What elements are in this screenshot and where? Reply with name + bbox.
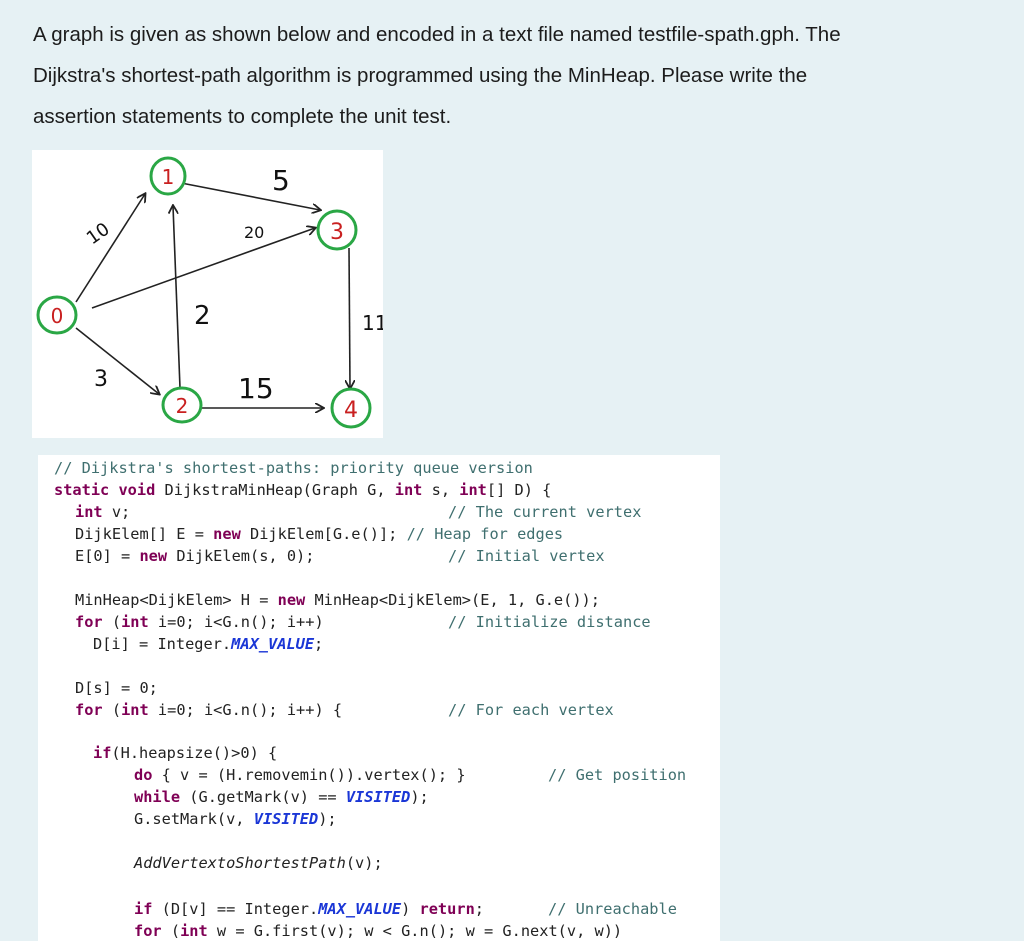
graph-figure: 1 3 0 2 4 10 3 20 5 2 15 11 — [32, 150, 383, 438]
edge-0-3 — [91, 228, 315, 309]
code-block: // Dijkstra's shortest-paths: priority q… — [38, 455, 720, 941]
weight-0-1: 10 — [83, 219, 114, 249]
code-line-14: G.setMark(v, VISITED); — [134, 810, 337, 828]
code-line-8: D[i] = Integer.MAX_VALUE; — [93, 635, 324, 653]
edge-0-2 — [75, 327, 159, 394]
code-line-12: do { v = (H.removemin()).vertex(); } — [134, 766, 466, 784]
svg-text:2: 2 — [176, 394, 189, 418]
code-line-10: for (int i=0; i<G.n(); i++) { — [75, 701, 343, 719]
edge-2-1 — [173, 206, 181, 389]
code-line-9: D[s] = 0; — [75, 679, 158, 697]
weight-3-4: 11 — [362, 311, 383, 335]
code-line-7: for (int i=0; i<G.n(); i++) — [75, 613, 324, 631]
code-line-2: static void DijkstraMinHeap(Graph G, int… — [54, 481, 552, 499]
svg-text:3: 3 — [330, 220, 344, 245]
question-line-1: A graph is given as shown below and enco… — [33, 23, 841, 46]
code-line-6: MinHeap<DijkElem> H = new MinHeap<DijkEl… — [75, 591, 600, 609]
code-comment-5: // Initial vertex — [448, 547, 605, 565]
weight-2-1: 2 — [194, 301, 211, 331]
graph-svg: 1 3 0 2 4 10 3 20 5 2 15 11 — [36, 156, 383, 429]
code-line-17: for (int w = G.first(v); w < G.n(); w = … — [134, 922, 623, 940]
question-text: A graph is given as shown below and enco… — [33, 14, 993, 137]
code-line-1: // Dijkstra's shortest-paths: priority q… — [54, 459, 533, 477]
code-line-15: AddVertextoShortestPath(v); — [134, 854, 383, 872]
code-line-13: while (G.getMark(v) == VISITED); — [134, 788, 429, 806]
weight-2-4: 15 — [238, 372, 274, 405]
edge-0-1 — [75, 194, 145, 303]
code-comment-7: // Initialize distance — [448, 613, 651, 631]
code-comment-12: // Get position — [548, 766, 687, 784]
weight-0-3: 20 — [244, 223, 264, 242]
node-1: 1 — [149, 156, 187, 196]
code-line-11: if(H.heapsize()>0) { — [93, 744, 278, 762]
edge-1-3 — [175, 181, 320, 210]
question-line-3: assertion statements to complete the uni… — [33, 105, 452, 128]
question-line-2: Dijkstra's shortest-path algorithm is pr… — [33, 64, 808, 87]
edge-3-4 — [349, 247, 350, 388]
node-4: 4 — [330, 387, 372, 429]
code-line-3: int v; — [75, 503, 131, 521]
weight-1-3: 5 — [272, 164, 290, 197]
svg-text:1: 1 — [162, 165, 175, 189]
code-line-4: DijkElem[] E = new DijkElem[G.e()]; // H… — [75, 525, 564, 543]
code-comment-16: // Unreachable — [548, 900, 677, 918]
code-comment-10: // For each vertex — [448, 701, 614, 719]
weight-0-2: 3 — [94, 367, 108, 392]
node-2: 2 — [161, 386, 203, 424]
svg-text:4: 4 — [344, 398, 358, 423]
svg-text:0: 0 — [51, 304, 64, 328]
code-comment-3: // The current vertex — [448, 503, 642, 521]
code-line-16: if (D[v] == Integer.MAX_VALUE) return; — [134, 900, 484, 918]
node-3: 3 — [316, 209, 358, 251]
code-line-5: E[0] = new DijkElem(s, 0); — [75, 547, 315, 565]
node-0: 0 — [36, 295, 78, 335]
